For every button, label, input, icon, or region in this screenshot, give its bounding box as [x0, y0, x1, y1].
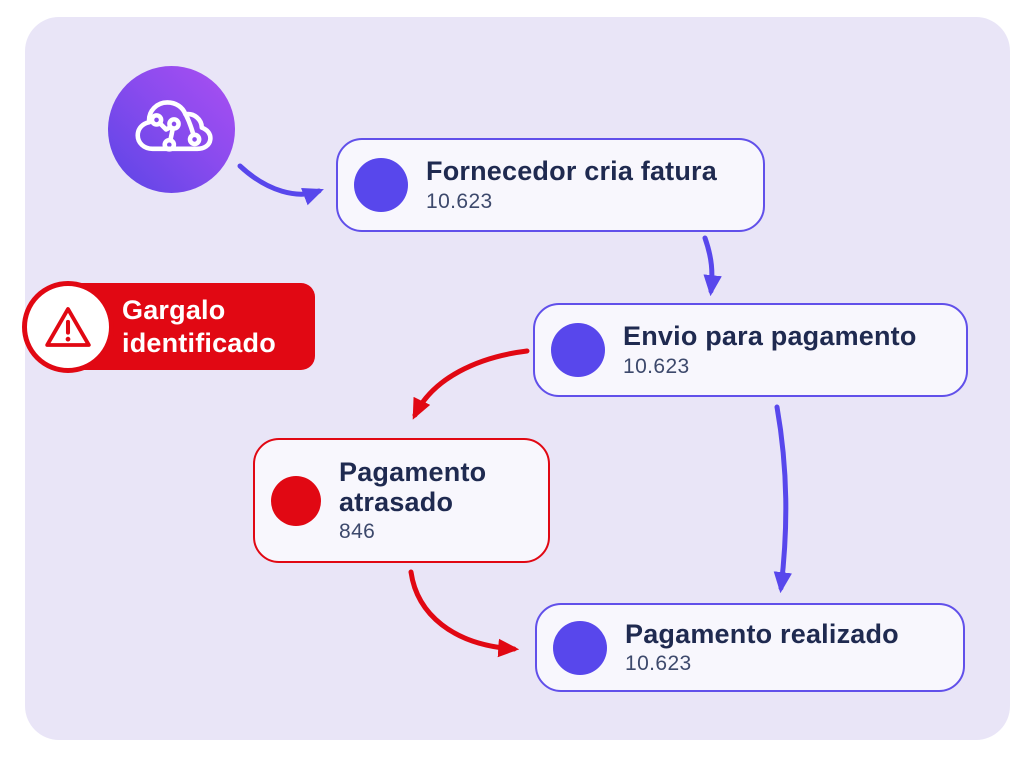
node-envio-para-pagamento: Envio para pagamento 10.623	[533, 303, 968, 397]
node-label: Pagamento atrasado	[339, 456, 487, 517]
node-label: Envio para pagamento	[623, 321, 917, 352]
node-count: 10.623	[625, 652, 692, 676]
node-pagamento-atrasado: Pagamento atrasado 846	[253, 438, 550, 563]
node-label: Fornecedor cria fatura	[426, 156, 717, 187]
node-count: 10.623	[426, 189, 493, 213]
node-pagamento-realizado: Pagamento realizado 10.623	[535, 603, 965, 692]
node-status-dot	[354, 158, 408, 212]
node-label: Pagamento realizado	[625, 618, 899, 649]
bottleneck-badge-label: Gargalo identificado	[122, 294, 276, 358]
node-status-dot	[553, 620, 607, 675]
node-count: 10.623	[623, 354, 690, 378]
node-count: 846	[339, 520, 376, 544]
ai-cloud-circuit-icon	[134, 99, 213, 152]
bottleneck-badge-icon-circle	[22, 281, 114, 373]
node-status-dot	[271, 475, 321, 526]
ai-avatar	[108, 66, 235, 193]
node-status-dot	[551, 323, 605, 377]
node-fornecedor-cria-fatura: Fornecedor cria fatura 10.623	[336, 138, 765, 232]
warning-triangle-icon	[45, 307, 91, 347]
